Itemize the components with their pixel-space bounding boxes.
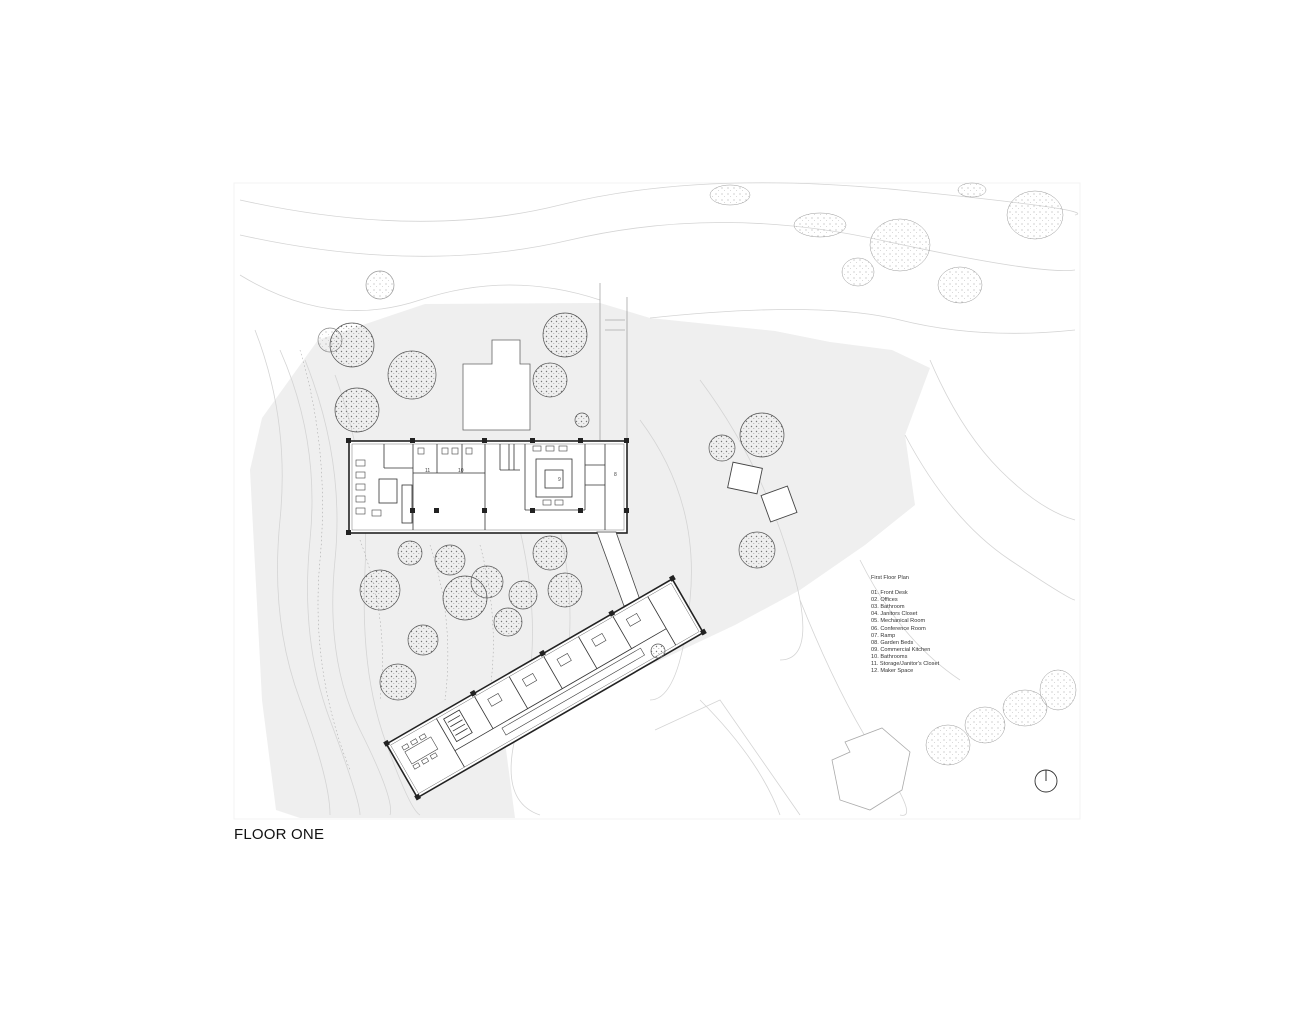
existing-building: [462, 339, 531, 431]
legend-item: 05. Mechanical Room: [871, 618, 926, 625]
legend-item: 11. Storage/Janitor's Closet: [871, 661, 940, 668]
office-wing: [383, 574, 707, 801]
legend-list: 01. Front Desk 02. Offices 03. Bathroom …: [871, 590, 939, 675]
tree: [317, 327, 343, 353]
tree: [359, 569, 401, 611]
legend-item: 04. Janitors Closet: [871, 611, 918, 618]
tree: [470, 565, 504, 599]
tree: [542, 312, 588, 358]
legend-item: 02. Offices: [871, 597, 898, 604]
legend-item: 06. Conference Room: [871, 625, 926, 632]
legend-item: 09. Commercial Kitchen: [871, 646, 931, 653]
tree: [334, 387, 380, 433]
legend-item: 03. Bathroom: [871, 604, 905, 611]
tree: [508, 580, 538, 610]
trees: [317, 270, 785, 701]
room-label-kitchen: 9: [558, 477, 561, 483]
legend-item: 01. Front Desk: [871, 590, 908, 597]
tree: [397, 540, 423, 566]
floor-title: FLOOR ONE: [234, 826, 325, 843]
tree: [434, 544, 466, 576]
tree: [547, 572, 583, 608]
garden-beds: [727, 461, 798, 523]
tree: [708, 434, 736, 462]
tree: [365, 270, 395, 300]
tree: [379, 663, 417, 701]
tree: [407, 624, 439, 656]
room-label-bathrooms: 10: [458, 468, 464, 474]
tree: [738, 531, 776, 569]
main-building: 11 10 9 8: [346, 438, 629, 535]
legend-title: First Floor Plan: [871, 575, 909, 581]
tree: [387, 350, 437, 400]
tree: [574, 412, 590, 428]
room-label-storage: 11: [425, 468, 430, 474]
north-arrow-icon: [1034, 769, 1058, 793]
legend: First Floor Plan 01. Front Desk 02. Offi…: [871, 575, 939, 675]
legend-item: 12. Maker Space: [871, 668, 914, 675]
neighbor-building: [831, 727, 911, 811]
driveway: [599, 283, 628, 440]
tree: [650, 643, 666, 659]
shrubs: [709, 182, 1077, 766]
legend-item: 10. Bathrooms: [871, 653, 908, 660]
room-label-garden: 8: [614, 472, 617, 478]
tree: [739, 412, 785, 458]
tree: [493, 607, 523, 637]
legend-item: 08. Garden Beds: [871, 639, 914, 646]
tree: [532, 535, 568, 571]
legend-item: 07. Ramp: [871, 632, 896, 639]
tree: [532, 362, 568, 398]
